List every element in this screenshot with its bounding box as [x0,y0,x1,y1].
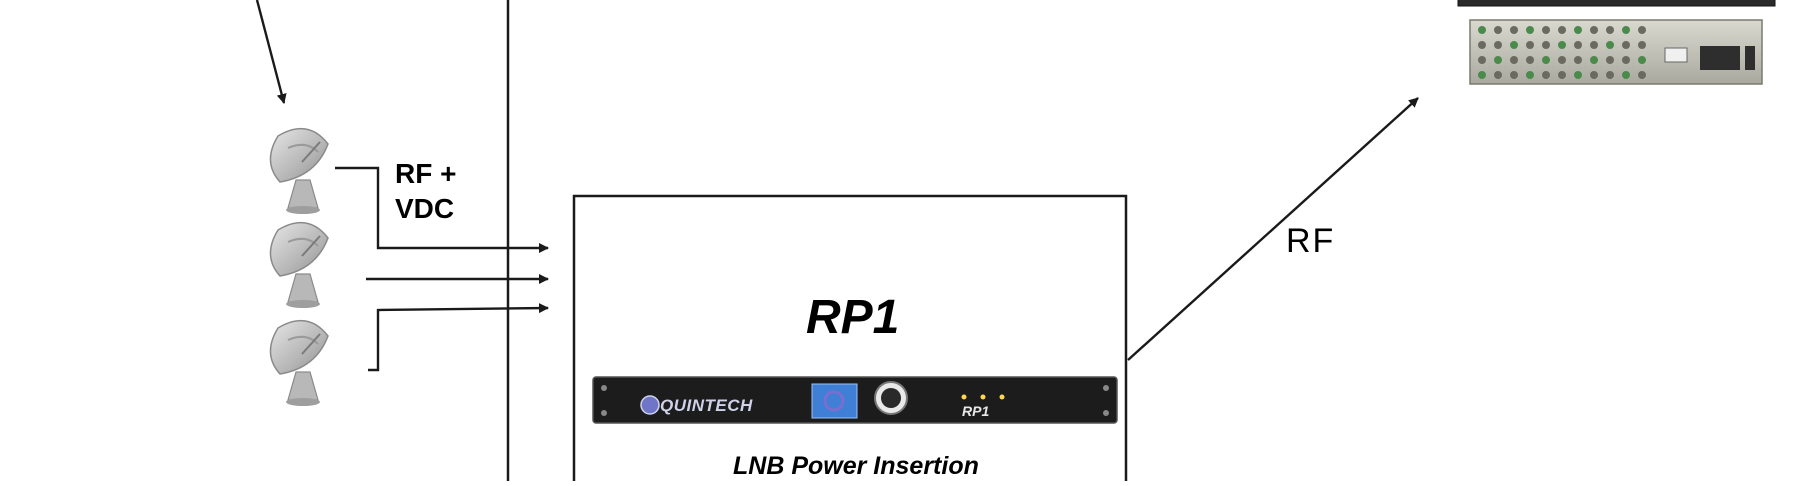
rack-port [1558,41,1566,49]
rack-port [1574,71,1582,79]
rack-port [1558,56,1566,64]
input-label-line1: RF + [395,158,457,189]
output-rf-arrow [1127,97,1419,361]
rack-port [1622,41,1630,49]
rack-port [1590,41,1598,49]
rack-port [1606,26,1614,34]
incoming-signal-arrow [255,0,287,104]
brand-logo: QUINTECH [660,396,753,415]
input-signal-label: RF + VDC [395,156,456,226]
rack-port [1542,71,1550,79]
rack-port [1606,71,1614,79]
panel-model-label: RP1 [962,403,990,419]
rack-port [1526,26,1534,34]
rack-port [1478,26,1486,34]
rack-port [1494,56,1502,64]
rack-port [1510,26,1518,34]
rack-port [1622,71,1630,79]
rack-port [1590,26,1598,34]
input-label-line2: VDC [395,193,455,224]
rack-port [1542,41,1550,49]
rack-unit-icon [1457,0,1776,85]
rack-port [1494,71,1502,79]
rack-port [1590,71,1598,79]
satellite-dish-icon [269,221,329,309]
rack-port [1638,71,1646,79]
rack-port [1478,56,1486,64]
rack-port [1510,71,1518,79]
rack-port [1526,56,1534,64]
rack-port [1574,26,1582,34]
rack-port [1638,56,1646,64]
rack-port [1574,41,1582,49]
rack-port [1542,26,1550,34]
rack-port [1622,56,1630,64]
rack-port [1590,56,1598,64]
rack-port [1622,26,1630,34]
rack-port [1558,26,1566,34]
rack-port [1638,26,1646,34]
rack-port [1478,71,1486,79]
rp1-device-box [572,194,1128,486]
rack-unit-icon [592,376,1118,424]
device-caption: LNB Power Insertion [733,452,979,480]
satellite-dish-icon [269,319,329,407]
rack-port [1510,41,1518,49]
input-arrow-3 [368,303,549,372]
rack-port [1542,56,1550,64]
rack-port [1606,56,1614,64]
rack-port [1526,71,1534,79]
rack-port [1558,71,1566,79]
rack-port [1494,26,1502,34]
rack-port [1606,41,1614,49]
rack-port [1638,41,1646,49]
rack-port [1478,41,1486,49]
satellite-dish-icon [269,127,329,215]
output-signal-label: RF [1286,222,1336,260]
display-icon [811,383,858,419]
input-arrow-1 [335,166,549,253]
rack-port [1494,41,1502,49]
rack-port [1526,41,1534,49]
device-title: RP1 [806,291,900,344]
rack-port [1574,56,1582,64]
rack-port [1510,56,1518,64]
